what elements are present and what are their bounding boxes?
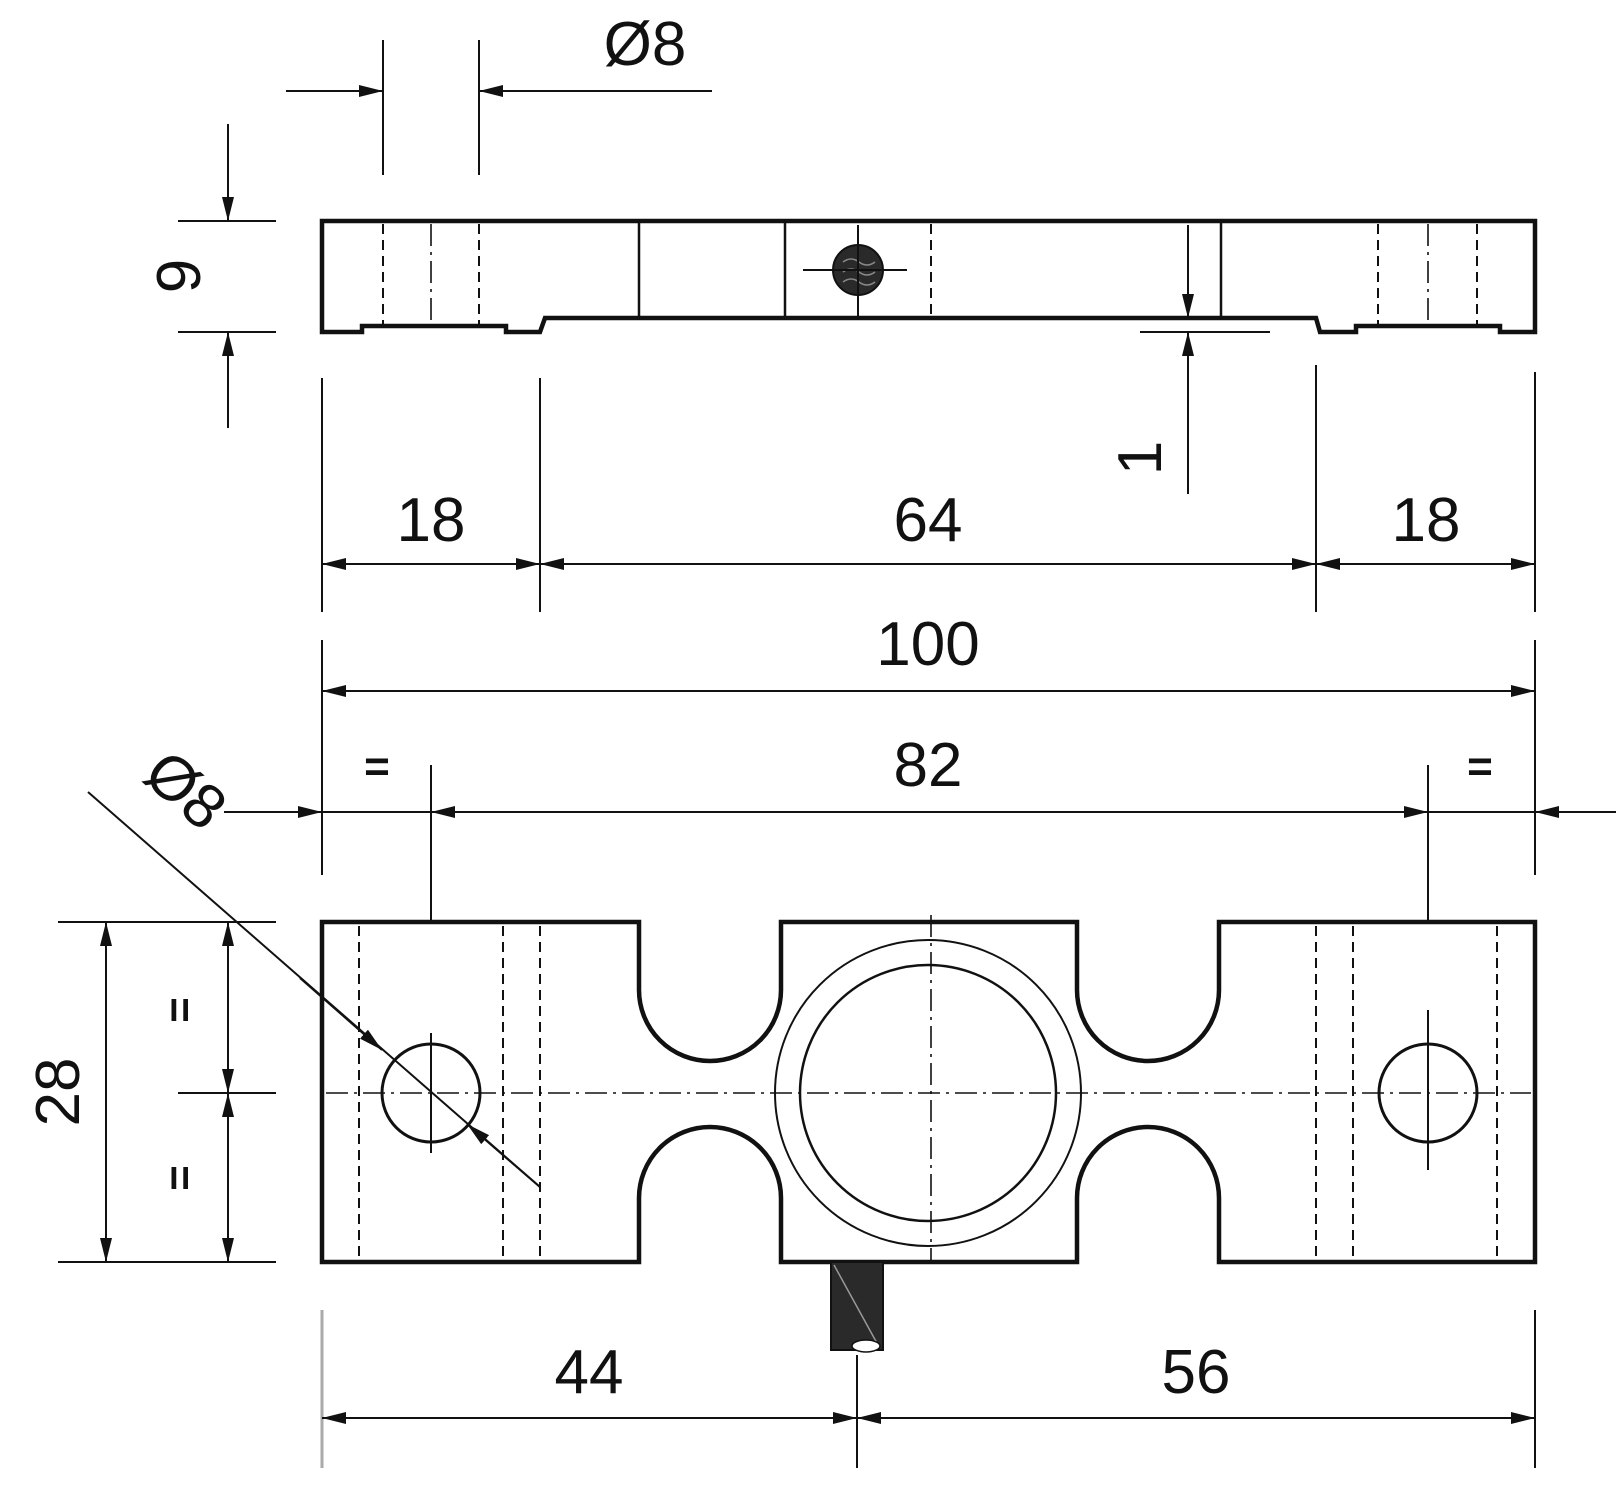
dim-text-hole-spacing: 82: [894, 731, 963, 800]
dim-text-equal-top: =: [155, 997, 204, 1023]
dim-text-to-cable: 44: [555, 1338, 624, 1407]
cable-end: [851, 1339, 881, 1353]
dim-overall-length: 100: [321, 610, 1536, 875]
dim-cable-position: 44 56: [320, 1310, 1536, 1468]
dim-text-width: 28: [24, 1058, 93, 1127]
side-view: [319, 218, 1538, 335]
dim-text-from-cable: 56: [1162, 1338, 1231, 1407]
plan-view-outline: [319, 919, 1538, 1265]
side-view-outline: [319, 218, 1538, 335]
plan-view: [319, 915, 1538, 1353]
dim-step: 1: [1106, 225, 1270, 494]
dim-text-right-segment: 18: [1392, 486, 1461, 555]
dim-height: 9: [145, 124, 276, 428]
dim-width: 28 = =: [24, 921, 276, 1263]
dim-text-hole-dia-front: Ø8: [132, 737, 240, 843]
dim-text-equal-bottom: =: [155, 1165, 204, 1191]
cable-highlight: [833, 1264, 879, 1346]
dim-text-overall-length: 100: [876, 610, 979, 679]
dim-segments: 18 64 18: [321, 365, 1536, 612]
dim-text-height: 9: [145, 259, 214, 293]
dim-hole-dia-top: Ø8: [286, 10, 712, 175]
dim-text-equal-left: =: [364, 742, 390, 791]
dim-text-left-segment: 18: [397, 486, 466, 555]
dim-text-hole-dia-top: Ø8: [604, 10, 687, 79]
dim-text-equal-right: =: [1467, 742, 1493, 791]
load-button-inner-ring: [798, 963, 1058, 1223]
dim-text-mid-segment: 64: [894, 486, 963, 555]
dim-text-step: 1: [1106, 441, 1175, 475]
load-button-outer-ring: [774, 939, 1082, 1247]
